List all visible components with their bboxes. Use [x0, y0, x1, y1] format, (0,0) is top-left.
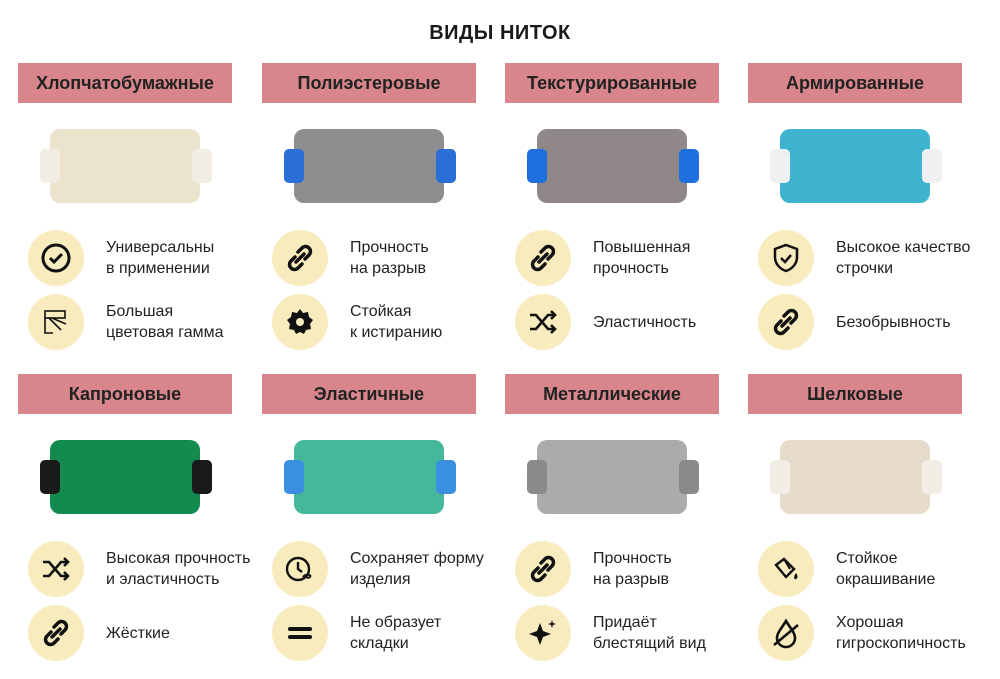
card-heading: Армированные — [748, 63, 962, 103]
card-heading: Текстурированные — [505, 63, 719, 103]
page-title: ВИДЫ НИТОК — [429, 22, 571, 44]
chain-link-icon — [515, 230, 571, 286]
feature-text: Не образует складки — [350, 614, 442, 652]
feature-text: Высокое качество строчки — [836, 239, 971, 277]
feature-text: Безобрывность — [836, 313, 951, 331]
feature-item: Придаёт блестящий вид — [515, 605, 706, 661]
feature-text: Большая цветовая гамма — [106, 303, 224, 341]
feature-item: Высокая прочность и эластичность — [28, 541, 250, 597]
feature-text: Универсальны в применении — [106, 239, 215, 277]
chain-link-icon — [515, 541, 571, 597]
feature-item: Повышенная прочность — [515, 230, 690, 286]
feature-item: Эластичность — [515, 294, 696, 350]
thread-spool-image — [262, 111, 476, 221]
thread-type-card: Капроновые Высокая прочность и эластично… — [18, 374, 261, 674]
sparkle-icon — [515, 605, 571, 661]
thread-spool-image — [18, 422, 232, 532]
feature-text: Стойкая к истиранию — [350, 303, 443, 341]
feature-item: Не образует складки — [272, 605, 441, 661]
thread-spool-image — [18, 111, 232, 221]
card-heading: Эластичные — [262, 374, 476, 414]
shuffle-icon — [28, 541, 84, 597]
thread-spool-image — [505, 422, 719, 532]
feature-text: Прочность на разрыв — [350, 239, 429, 277]
feature-text: Эластичность — [593, 313, 697, 331]
feature-item: Жёсткие — [28, 605, 170, 661]
thread-spool-image — [505, 111, 719, 221]
chain-link-icon — [272, 230, 328, 286]
card-heading: Шелковые — [748, 374, 962, 414]
feature-item: Универсальны в применении — [28, 230, 214, 286]
card-heading: Полиэстеровые — [262, 63, 476, 103]
feature-text: Придаёт блестящий вид — [593, 614, 706, 652]
thread-spool-image — [748, 111, 962, 221]
thread-spool-image — [262, 422, 476, 532]
color-palette-icon — [28, 294, 84, 350]
feature-text: Хорошая гигроскопичность — [836, 614, 966, 652]
shield-check-icon — [758, 230, 814, 286]
feature-text: Стойкое окрашивание — [836, 550, 936, 588]
thread-type-card: Хлопчатобумажные Универсальны в применен… — [18, 63, 261, 363]
feature-item: Прочность на разрыв — [272, 230, 429, 286]
feature-item: Стойкое окрашивание — [758, 541, 935, 597]
paint-bucket-icon — [758, 541, 814, 597]
gear-icon — [272, 294, 328, 350]
no-drop-icon — [758, 605, 814, 661]
chain-link-icon — [758, 294, 814, 350]
clock-infinity-icon — [272, 541, 328, 597]
feature-item: Высокое качество строчки — [758, 230, 970, 286]
thread-type-card: Эластичные Сохраняет форму изделия Не обр… — [262, 374, 505, 674]
chain-link-icon — [28, 605, 84, 661]
feature-item: Большая цветовая гамма — [28, 294, 224, 350]
shuffle-icon — [515, 294, 571, 350]
feature-text: Прочность на разрыв — [593, 550, 672, 588]
thread-spool-image — [748, 422, 962, 532]
feature-text: Повышенная прочность — [593, 239, 691, 277]
card-heading: Капроновые — [18, 374, 232, 414]
feature-text: Сохраняет форму изделия — [350, 550, 484, 588]
feature-item: Прочность на разрыв — [515, 541, 672, 597]
feature-text: Жёсткие — [106, 624, 170, 642]
feature-item: Безобрывность — [758, 294, 951, 350]
check-circle-icon — [28, 230, 84, 286]
feature-text: Высокая прочность и эластичность — [106, 550, 251, 588]
feature-item: Стойкая к истиранию — [272, 294, 442, 350]
card-heading: Хлопчатобумажные — [18, 63, 232, 103]
card-heading: Металлические — [505, 374, 719, 414]
feature-item: Сохраняет форму изделия — [272, 541, 484, 597]
equals-icon — [272, 605, 328, 661]
feature-item: Хорошая гигроскопичность — [758, 605, 966, 661]
